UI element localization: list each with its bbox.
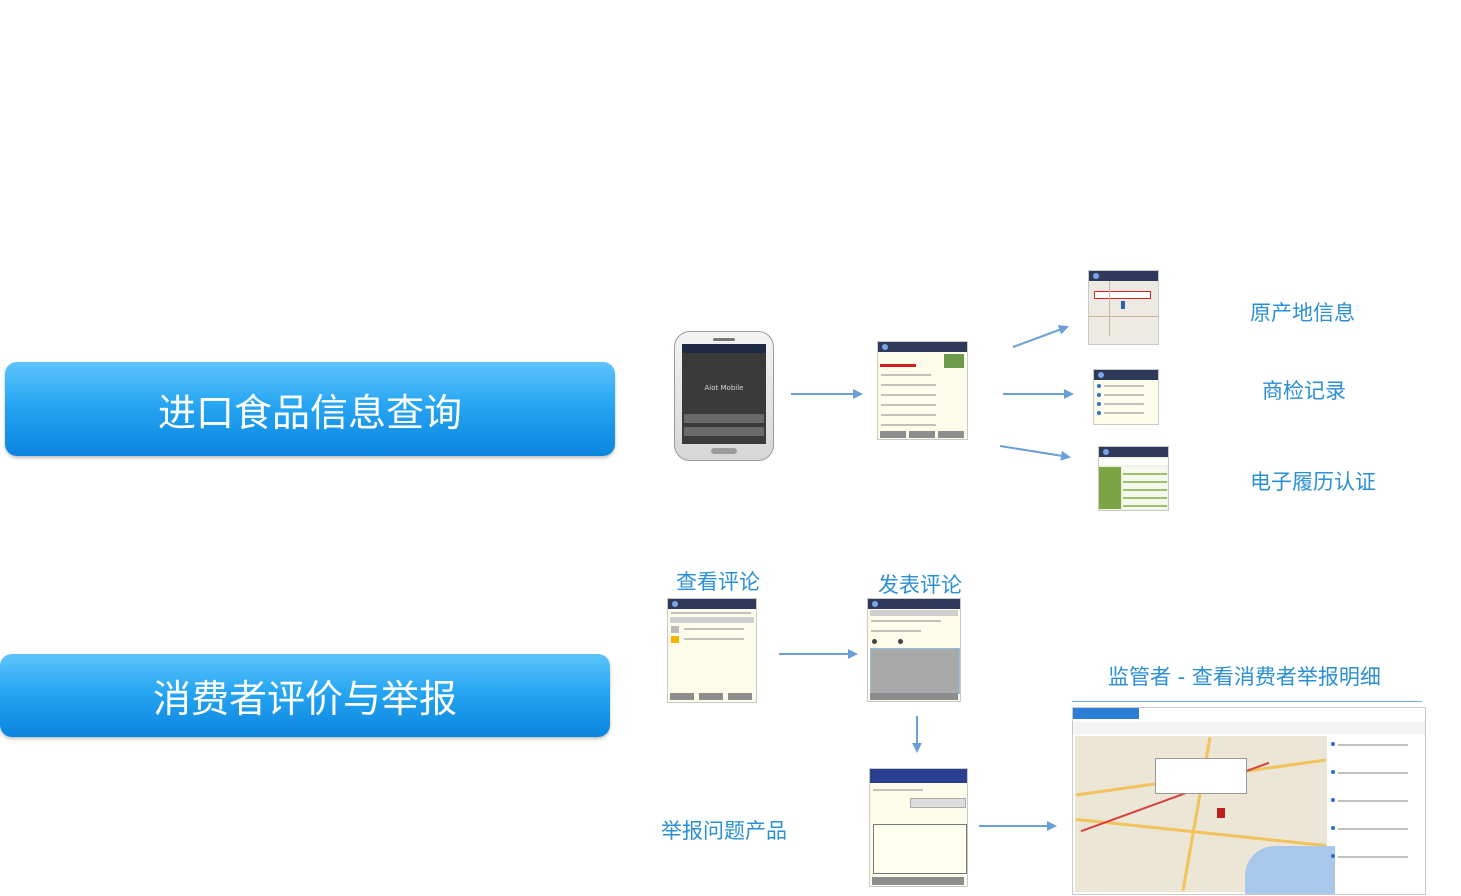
report-product-screenshot — [869, 768, 968, 887]
inspection-record-label: 商检记录 — [1262, 379, 1346, 403]
post-review-screenshot — [867, 598, 961, 702]
arrow-detail-to-epedigree — [999, 445, 1071, 461]
map-area — [1075, 736, 1335, 894]
regulator-divider — [1072, 701, 1422, 702]
inspection-record-screenshot — [1093, 369, 1159, 425]
import-query-label: 进口食品信息查询 — [157, 390, 462, 435]
consumer-review-label: 消费者评价与举报 — [152, 677, 457, 721]
regulator-report-screenshot — [1072, 707, 1426, 895]
phone-mockup: Aiot Mobile — [674, 331, 774, 461]
phone-screen-title: Aiot Mobile — [704, 384, 744, 392]
post-review-label: 发表评论 — [878, 573, 962, 597]
regulator-detail-label: 监管者 - 查看消费者举报明细 — [1108, 665, 1381, 689]
view-reviews-label: 查看评论 — [676, 570, 760, 594]
view-reviews-screenshot — [667, 598, 757, 703]
phone-home-button — [711, 448, 737, 454]
phone-screen: Aiot Mobile — [682, 344, 766, 444]
origin-map-screenshot — [1088, 270, 1159, 345]
arrow-detail-to-origin — [1012, 325, 1069, 348]
phone-speaker — [713, 338, 735, 341]
e-pedigree-screenshot — [1098, 446, 1169, 511]
e-pedigree-label: 电子履历认证 — [1250, 470, 1376, 494]
consumer-review-banner: 消费者评价与举报 — [0, 654, 610, 737]
import-query-banner: 进口食品信息查询 — [5, 362, 615, 456]
product-detail-screenshot — [877, 341, 968, 440]
origin-info-label: 原产地信息 — [1250, 301, 1355, 325]
report-product-label: 举报问题产品 — [661, 819, 787, 843]
report-list — [1329, 736, 1423, 892]
